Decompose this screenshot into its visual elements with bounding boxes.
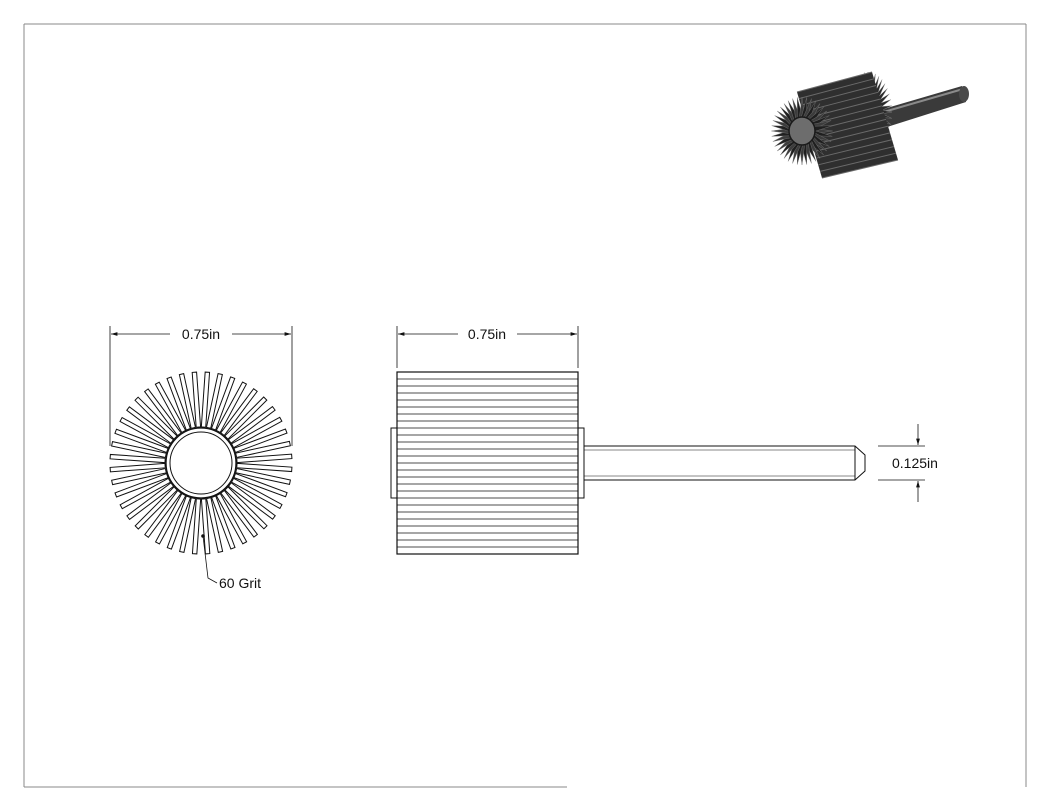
flap <box>119 477 172 510</box>
flap <box>235 467 292 485</box>
iso-body-line <box>812 125 889 146</box>
flap <box>210 376 236 431</box>
iso-body-line <box>796 71 873 93</box>
flap <box>114 472 169 498</box>
flap <box>215 492 248 545</box>
flap <box>220 489 259 538</box>
shank-diameter-label: 0.125in <box>892 455 938 471</box>
sheet-frame <box>23 23 1027 788</box>
flap <box>109 462 166 473</box>
flap <box>110 441 167 459</box>
flap <box>227 405 276 444</box>
side-view-flap-lines <box>397 378 578 548</box>
iso-body-line <box>821 159 899 179</box>
isometric-front-flaps <box>771 96 833 166</box>
flap <box>166 376 192 431</box>
flap <box>210 495 236 550</box>
flap <box>227 482 276 520</box>
flap <box>154 492 187 545</box>
front-width-label: 0.75in <box>182 326 220 342</box>
side-length-dimension: 0.75in <box>396 326 579 368</box>
flap <box>134 396 178 440</box>
flap <box>178 373 197 429</box>
front-view-bore-inner <box>169 431 233 495</box>
flap <box>200 371 211 428</box>
flap <box>220 388 258 437</box>
front-width-dimension: 0.75in <box>109 326 293 446</box>
iso-body-line <box>800 85 877 106</box>
side-view-shank <box>576 445 866 481</box>
grit-callout: 60 Grit <box>201 534 261 591</box>
iso-body-line <box>802 91 879 113</box>
isometric-view <box>771 71 969 179</box>
flap <box>236 462 293 473</box>
flap <box>109 453 166 464</box>
flap <box>215 381 248 434</box>
flap <box>235 440 291 459</box>
flap <box>126 482 175 521</box>
isometric-hub <box>788 116 816 146</box>
flap <box>230 416 283 449</box>
flap <box>114 428 169 454</box>
flap <box>230 477 283 510</box>
flap <box>179 497 197 554</box>
flap <box>233 472 288 498</box>
isometric-shank <box>879 86 969 128</box>
iso-body-line <box>816 139 893 159</box>
side-view <box>390 371 866 555</box>
iso-body-line <box>798 78 875 100</box>
iso-body-line <box>819 152 897 172</box>
flap <box>143 388 182 437</box>
shank-diameter-dimension: 0.125in <box>878 424 938 502</box>
flap <box>134 486 178 530</box>
side-length-label: 0.75in <box>468 326 506 342</box>
iso-body-line <box>814 132 891 152</box>
flap <box>119 416 172 449</box>
flap <box>191 371 202 428</box>
flap <box>144 489 182 538</box>
flap <box>166 495 192 550</box>
flap <box>126 406 175 444</box>
flap <box>233 428 288 454</box>
flap <box>154 381 187 434</box>
flap <box>224 486 268 530</box>
front-view <box>109 371 293 555</box>
front-view-flaps <box>109 371 293 555</box>
flap <box>205 372 223 429</box>
flap <box>111 467 167 486</box>
grit-callout-label: 60 Grit <box>219 575 261 591</box>
flap <box>224 396 268 440</box>
flap <box>191 498 202 555</box>
iso-body-line <box>818 146 895 166</box>
flap <box>205 497 224 553</box>
flap <box>236 453 293 464</box>
